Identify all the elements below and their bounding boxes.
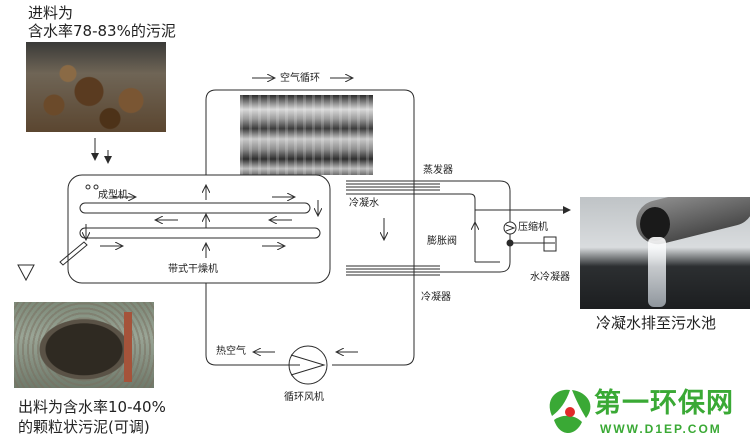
condensate-water-label: 冷凝水 [349, 198, 379, 209]
lower-belt [79, 227, 321, 239]
watermark-logo: 第一环保网 WWW.D1EP.COM [542, 382, 748, 446]
upper-belt [79, 202, 311, 214]
discharge-chute [59, 241, 88, 266]
condenser-coil [346, 265, 440, 276]
water-condenser [543, 236, 557, 252]
condensate-outlet-photo [580, 197, 750, 309]
output-caption-line1: 出料为含水率10-40% [18, 398, 166, 416]
water-condenser-label: 水冷凝器 [530, 272, 570, 283]
sludge-granules-photo [14, 302, 154, 388]
leaf-logo-icon [549, 389, 591, 433]
hopper-dots [85, 184, 99, 190]
compressor-icon [503, 221, 517, 247]
circulation-fan-label: 循环风机 [284, 392, 324, 403]
discharge-caption: 冷凝水排至污水池 [596, 314, 717, 332]
feed-caption-line1: 进料为 [28, 4, 74, 22]
outlet-pipe-mouth [640, 207, 670, 241]
evaporator-inner-line [346, 193, 476, 262]
discharge-funnel [17, 264, 35, 282]
condenser-label: 冷凝器 [421, 292, 451, 303]
air-duct-top [205, 89, 415, 366]
air-circulation-label: 空气循环 [280, 73, 320, 84]
refrigerant-line [346, 180, 511, 273]
water-stream-detail [648, 237, 666, 307]
watermark-brand: 第一环保网 [594, 388, 734, 419]
sludge-feed-photo [26, 42, 166, 132]
expansion-valve-label: 膨胀阀 [427, 236, 457, 247]
circulation-fan [288, 345, 328, 385]
air-duct-bottom [205, 283, 300, 366]
feed-caption-line2: 含水率78-83%的污泥 [28, 22, 176, 40]
evaporator-label: 蒸发器 [423, 165, 453, 176]
forming-machine-label: 成型机 [98, 190, 128, 201]
discharge-pipe-detail [124, 312, 132, 382]
fan-blade-icon [290, 354, 326, 376]
compressor-label: 压缩机 [518, 222, 548, 233]
dryer-interior-photo [240, 95, 373, 175]
hot-air-label: 热空气 [216, 346, 246, 357]
belt-dryer-label: 带式干燥机 [168, 264, 218, 275]
evaporator-coil [346, 183, 440, 191]
watermark-url: WWW.D1EP.COM [600, 422, 722, 436]
belt-dryer-housing [67, 174, 331, 284]
output-caption-line2: 的颗粒状污泥(可调) [18, 418, 150, 436]
